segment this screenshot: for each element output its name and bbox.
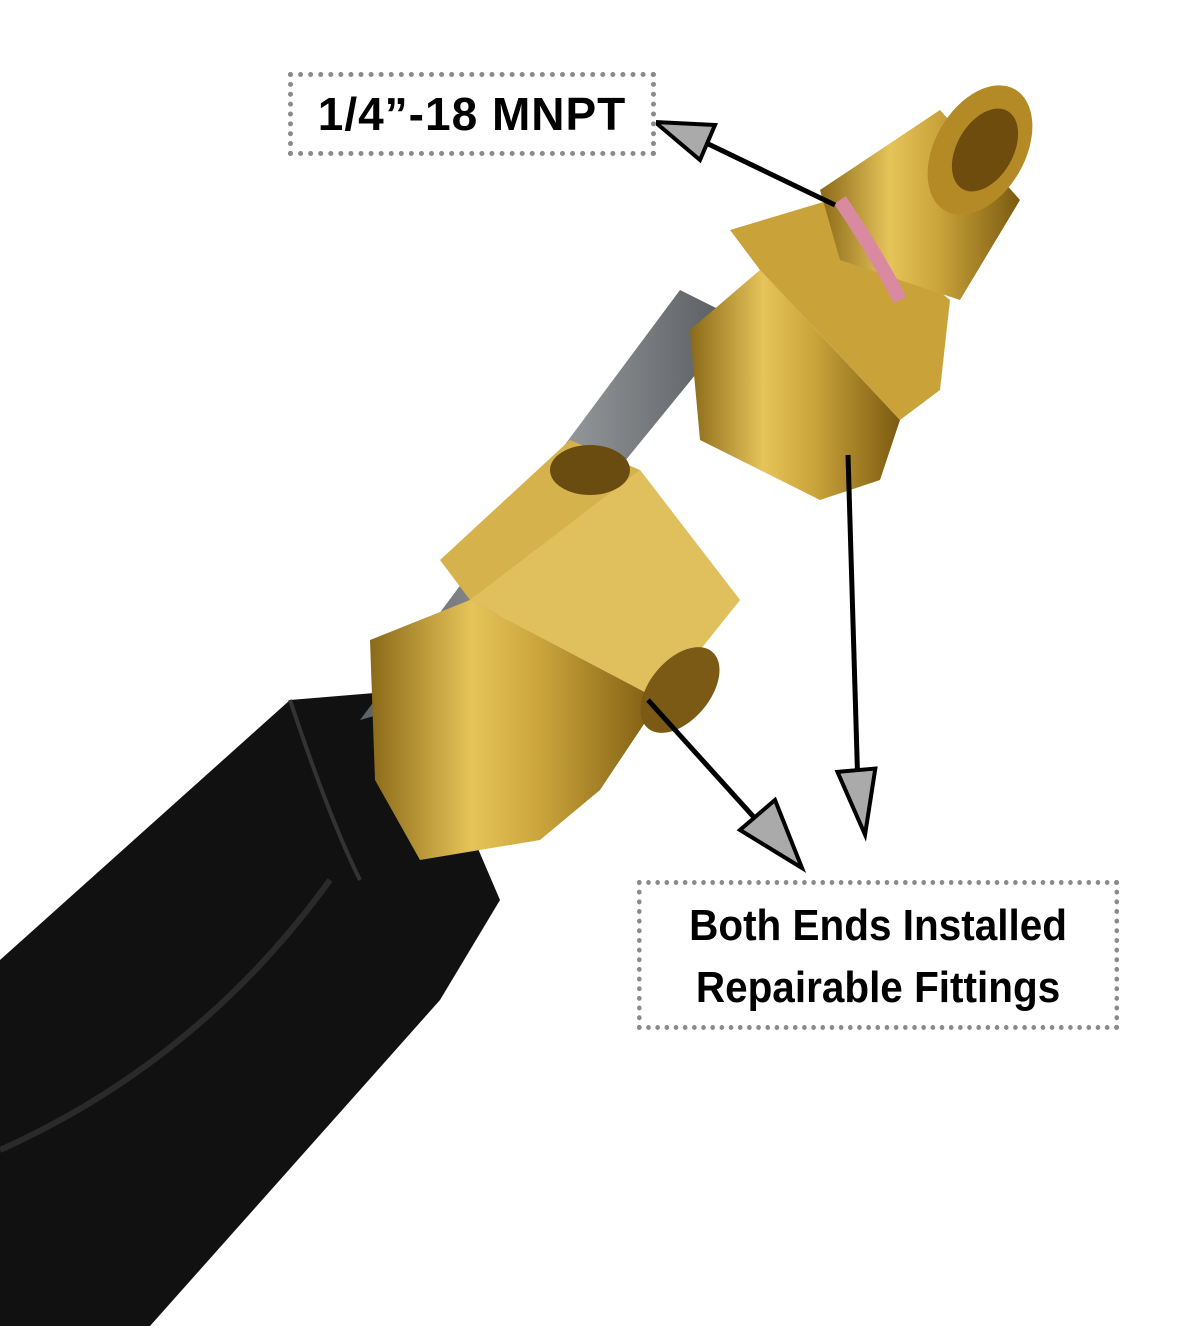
fittings-line-2: Repairable Fittings: [695, 963, 1061, 1012]
arrow-lower-fitting: [646, 698, 807, 873]
black-hose: [0, 690, 500, 1326]
thread-size-callout: 1/4”-18 MNPT: [288, 72, 656, 156]
brass-nut-lower: [370, 440, 740, 860]
fittings-line-1: Both Ends Installed: [689, 901, 1067, 950]
brass-fitting-upper: [690, 85, 1033, 500]
arrow-upper-fitting: [834, 454, 878, 842]
repairable-fittings-callout: Both Ends Installed Repairable Fittings: [637, 880, 1120, 1030]
thread-size-label: 1/4”-18 MNPT: [317, 88, 627, 140]
arrow-thread: [649, 119, 837, 208]
